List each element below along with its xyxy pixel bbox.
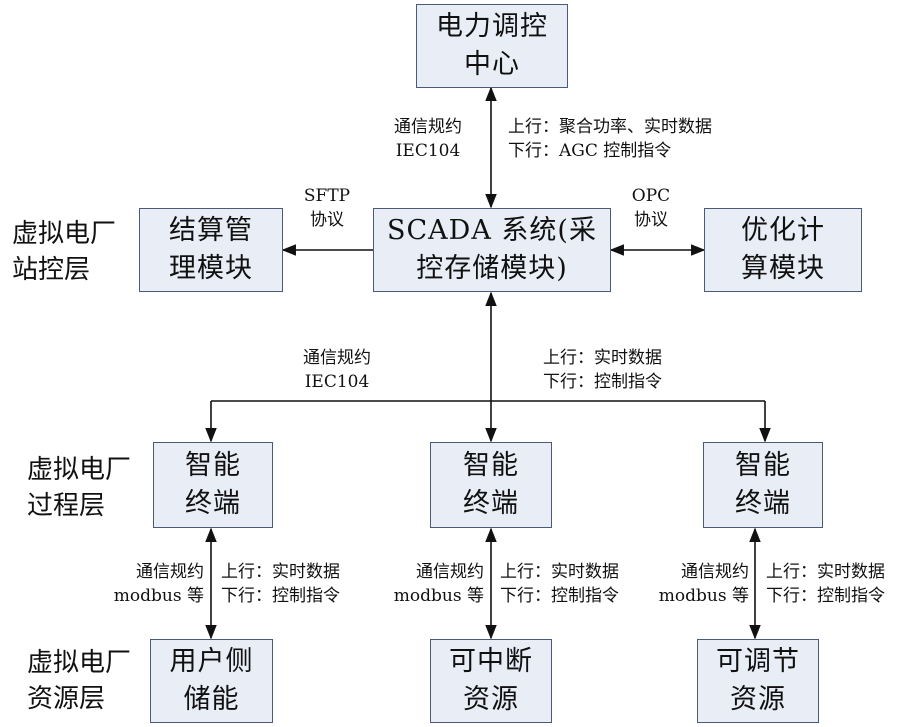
bottom-mid-protocol-label: 通信规约 modbus 等 bbox=[393, 562, 484, 606]
top-protocol-label: 通信规约 IEC104 bbox=[394, 117, 462, 161]
interruptible-resource-box: 可中断 资源 bbox=[430, 639, 552, 723]
bottom-left-dataflow-label: 上行：实时数据 下行：控制指令 bbox=[221, 562, 340, 606]
optimization-module-box: 优化计 算模块 bbox=[704, 208, 862, 292]
mid-protocol-label: 通信规约 IEC104 bbox=[303, 348, 371, 392]
sftp-protocol-label: SFTP 协议 bbox=[303, 186, 351, 230]
layer-label-process: 虚拟电厂 过程层 bbox=[27, 455, 132, 521]
bottom-left-protocol-label: 通信规约 modbus 等 bbox=[113, 562, 204, 606]
opc-protocol-label: OPC 协议 bbox=[631, 186, 671, 230]
scada-system-box: SCADA 系统(采 控存储模块) bbox=[373, 208, 611, 292]
settlement-module-box: 结算管 理模块 bbox=[139, 208, 283, 292]
bottom-right-protocol-label: 通信规约 modbus 等 bbox=[658, 562, 749, 606]
mid-dataflow-label: 上行：实时数据 下行：控制指令 bbox=[543, 348, 662, 392]
bottom-mid-dataflow-label: 上行：实时数据 下行：控制指令 bbox=[500, 562, 619, 606]
bottom-right-dataflow-label: 上行：实时数据 下行：控制指令 bbox=[766, 562, 885, 606]
user-storage-box: 用户侧 储能 bbox=[150, 639, 273, 723]
top-dataflow-label: 上行：聚合功率、实时数据 下行：AGC 控制指令 bbox=[508, 117, 712, 161]
smart-terminal-right-box: 智能 终端 bbox=[703, 442, 823, 528]
smart-terminal-mid-box: 智能 终端 bbox=[430, 442, 552, 528]
layer-label-station: 虚拟电厂 站控层 bbox=[12, 219, 117, 285]
adjustable-resource-box: 可调节 资源 bbox=[697, 639, 819, 723]
dispatch-center-box: 电力调控 中心 bbox=[416, 4, 568, 88]
layer-label-resource: 虚拟电厂 资源层 bbox=[27, 648, 132, 714]
smart-terminal-left-box: 智能 终端 bbox=[153, 442, 273, 528]
